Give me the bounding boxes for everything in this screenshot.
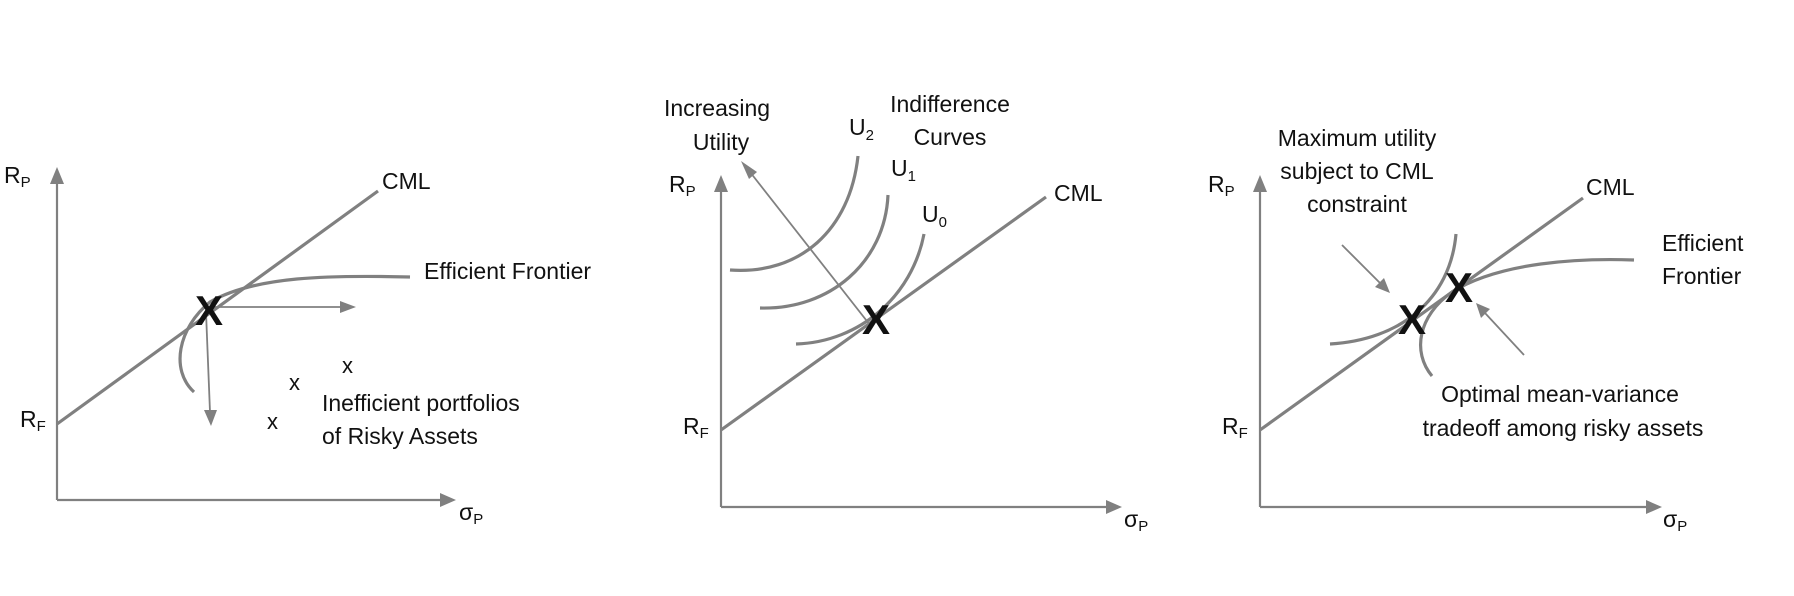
p2-u2-label: U2: [849, 114, 874, 144]
p1-right-arrowhead: [340, 301, 356, 313]
p3-optimal-arrow-line: [1484, 312, 1525, 356]
p3-cml-label: CML: [1586, 174, 1635, 200]
p1-optimum-marker: X: [195, 287, 223, 334]
p2-indifference-label-line2: Curves: [914, 124, 987, 150]
p1-inefficient-marker-3: x: [342, 353, 353, 378]
p3-optimum-marker-left: X: [1398, 296, 1426, 343]
p2-increasing-utility-arrowhead: [741, 161, 757, 179]
p2-increasing-utility-arrow-line: [749, 171, 871, 326]
p1-down-arrowhead: [204, 410, 217, 426]
p3-maxutil-label-line2: subject to CML: [1280, 158, 1434, 184]
p1-inefficient-marker-2: x: [289, 370, 300, 395]
p3-frontier-label-line2: Frontier: [1662, 263, 1742, 289]
p1-cml-label: CML: [382, 168, 431, 194]
p3-maxutil-arrow-line: [1341, 244, 1381, 284]
p1-frontier-label: Efficient Frontier: [424, 258, 591, 284]
p2-increasing-label-line2: Utility: [693, 129, 750, 155]
p1-rf-label: RF: [20, 406, 46, 435]
p3-maxutil-arrowhead: [1375, 278, 1390, 293]
p2-indifference-curve-u0: [795, 233, 926, 346]
p3-frontier-label-line1: Efficient: [1662, 230, 1744, 256]
p3-y-axis-arrowhead: [1253, 175, 1267, 192]
p1-inefficient-marker-1: x: [267, 409, 278, 434]
p3-optimum-marker-right: X: [1445, 264, 1473, 311]
p1-down-arrow-line: [205, 311, 211, 413]
p1-inefficient-label-line2: of Risky Assets: [322, 423, 478, 449]
p2-rf-label: RF: [683, 413, 709, 442]
p3-efficient-frontier-curve: [1418, 257, 1635, 378]
p1-x-axis-label: σP: [459, 499, 483, 528]
p3-maxutil-label-line3: constraint: [1307, 191, 1407, 217]
p2-indifference-curve-u1: [759, 194, 890, 310]
p3-cml-line: [1259, 196, 1584, 432]
p2-y-axis-arrowhead: [714, 175, 728, 192]
p1-inefficient-label-line1: Inefficient portfolios: [322, 390, 520, 416]
p2-u0-label: U0: [922, 201, 947, 231]
p1-y-axis-label: RP: [4, 162, 31, 191]
p1-efficient-frontier-curve: [178, 274, 411, 394]
p3-optimal-arrowhead: [1476, 303, 1490, 318]
p2-cml-label: CML: [1054, 180, 1103, 206]
p2-x-axis-arrowhead: [1106, 500, 1122, 514]
p2-indifference-curve-u2: [729, 155, 860, 272]
p3-x-axis-arrowhead: [1646, 500, 1662, 514]
p3-optimal-label-line1: Optimal mean-variance: [1441, 381, 1679, 407]
p3-maxutil-label-line1: Maximum utility: [1278, 125, 1437, 151]
p3-indifference-curve: [1329, 233, 1458, 346]
panel-1: RP RF σP CML Efficient Frontier X x x x …: [4, 162, 591, 528]
p3-rf-label: RF: [1222, 413, 1248, 442]
panel-3: RP RF σP CML Efficient Frontier Maximum …: [1208, 125, 1744, 535]
p3-y-axis-label: RP: [1208, 171, 1235, 200]
p2-increasing-label-line1: Increasing: [664, 95, 770, 121]
p1-x-axis-arrowhead: [440, 493, 456, 507]
p2-cml-line: [720, 195, 1047, 432]
p2-x-axis-label: σP: [1124, 506, 1148, 535]
p2-optimum-marker: X: [862, 296, 890, 343]
p1-y-axis-arrowhead: [50, 167, 64, 184]
p3-x-axis-label: σP: [1663, 506, 1687, 535]
panel-2: RP RF σP CML Increasing Utility Indiffer…: [664, 91, 1148, 535]
p2-indifference-label-line1: Indifference: [890, 91, 1010, 117]
p2-u1-label: U1: [891, 155, 916, 185]
p3-optimal-label-line2: tradeoff among risky assets: [1423, 415, 1704, 441]
p2-y-axis-label: RP: [669, 171, 696, 200]
